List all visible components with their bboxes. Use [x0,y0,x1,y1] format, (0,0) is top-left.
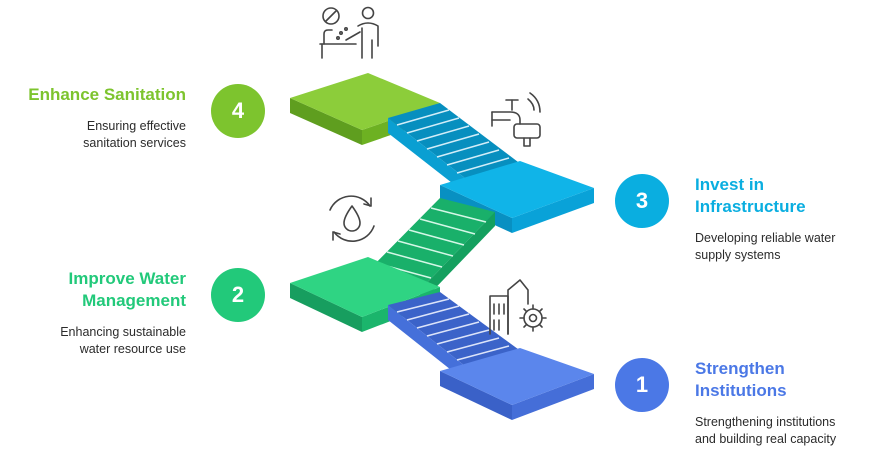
step-4-badge: 4 [211,84,265,138]
stairs-4-to-3 [388,103,522,197]
step-1-badge: 1 [615,358,669,412]
platform-1 [440,348,594,420]
handwashing-icon [319,6,379,59]
step-2-title: Improve Water Management [68,269,186,310]
step-1-title: Strengthen Institutions [695,359,787,400]
step-1-description: Strengthening institutions and building … [695,415,837,446]
step-2-badge: 2 [211,268,265,322]
stairs-2-to-3 [365,198,495,304]
step-4-description: Ensuring effective sanitation services [83,119,186,150]
step-4-title: Enhance Sanitation [28,85,186,104]
step-3-badge: 3 [615,174,669,228]
water-cycle-icon [329,195,375,242]
step-2-description: Enhancing sustainable water resource use [60,325,186,356]
step-3-description: Developing reliable water supply systems [695,231,836,262]
stairs-2-to-1 [388,292,522,385]
step-3-title: Invest in Infrastructure [695,175,806,216]
building-gear-icon [489,279,547,335]
smart-faucet-icon [491,92,541,147]
